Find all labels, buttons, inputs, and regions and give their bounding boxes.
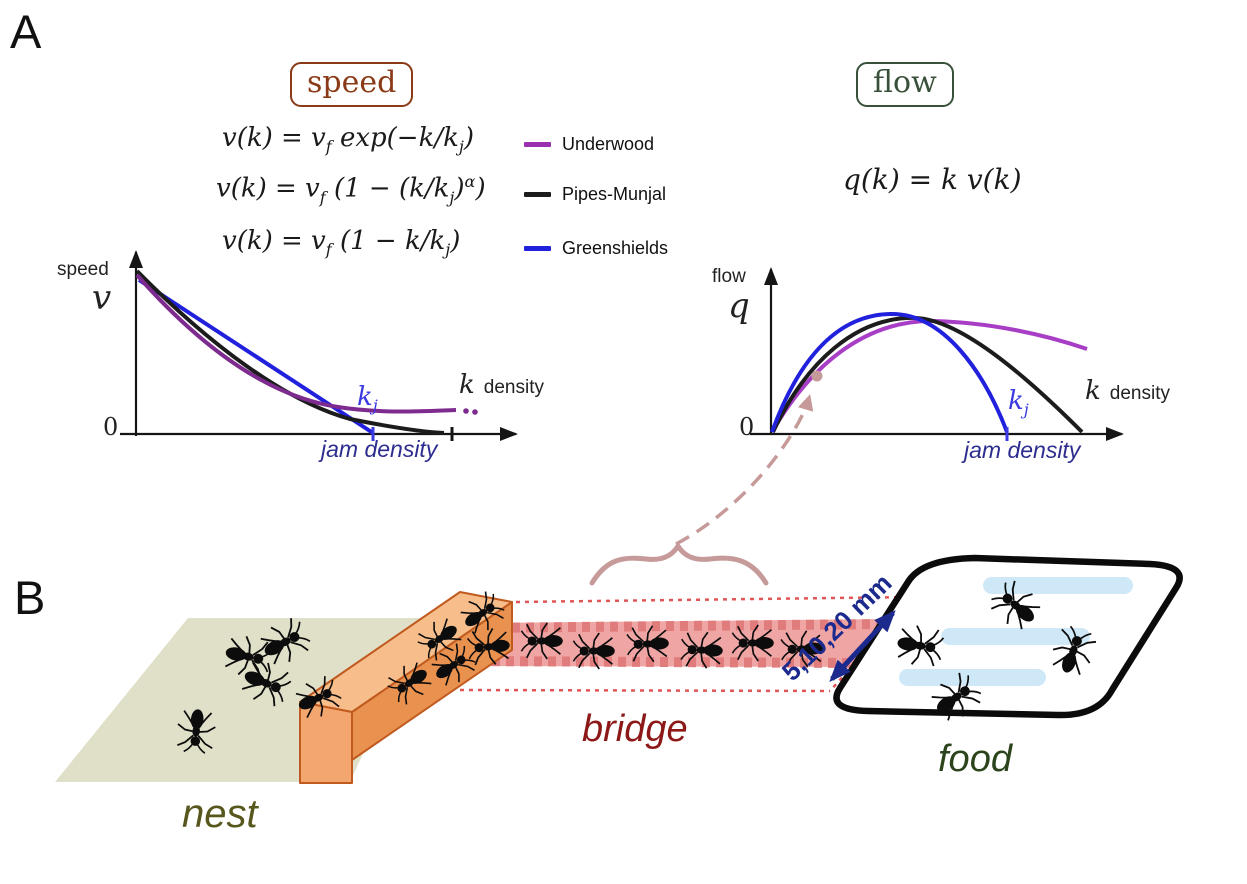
flow-plot-yvar: q (728, 286, 750, 326)
speed-plot-xlabel: k density (459, 370, 544, 400)
equation-underwood: v(k) = vf exp(−k/kj) (222, 123, 475, 157)
panel-a-label: A (10, 5, 42, 58)
nest-label: nest (182, 792, 258, 836)
flow-plot (750, 267, 1124, 441)
bridge-support-block (299, 591, 513, 784)
food-plate (833, 554, 1183, 719)
food-label: food (938, 738, 1012, 780)
legend-label: Underwood (562, 134, 655, 154)
speed-plot-yvar: v (92, 278, 112, 318)
flow-box: flow (856, 62, 954, 107)
flow-plot-origin: 0 (739, 413, 755, 441)
legend-label: Pipes-Munjal (562, 184, 667, 204)
speed-plot-origin: 0 (103, 413, 119, 441)
legend-item-underwood: Underwood (524, 134, 654, 155)
link-dashed-arrow (675, 394, 814, 546)
speed-plot-kj-label: kj (357, 382, 378, 416)
flow-plot-kj-label: kj (1008, 386, 1029, 420)
underwood-speed-curve (135, 273, 457, 414)
legend-item-pipes-munjal: Pipes-Munjal (524, 184, 666, 205)
panel-b-label: B (14, 571, 46, 624)
flow-plot-jam-density-label: jam density (964, 437, 1081, 463)
legend-label: Greenshields (562, 238, 669, 258)
greenshields-flow-curve (770, 311, 1009, 433)
speed-box: speed (290, 62, 414, 107)
food-stripes (899, 577, 1133, 686)
pipes-munjal-color-swatch (524, 192, 551, 197)
brace (589, 541, 769, 586)
bridge-width-arrow (829, 610, 896, 682)
legend-item-greenshields: Greenshields (524, 238, 668, 259)
speed-plot (120, 250, 518, 441)
equation-flow: q(k) = k v(k) (843, 163, 1022, 196)
bridge-label: bridge (582, 708, 688, 750)
pipes-munjal-speed-curve (135, 269, 445, 435)
speed-plot-ylabel: speed (57, 259, 109, 280)
equation-pipes-munjal: v(k) = vf (1 − (k/kj)α) (216, 172, 486, 207)
speed-plot-jam-density-label: jam density (321, 436, 438, 462)
greenshields-color-swatch (524, 246, 551, 251)
flow-plot-xlabel: k density (1085, 376, 1170, 406)
greenshields-speed-curve (137, 278, 375, 435)
equation-greenshields: v(k) = vf (1 − k/kj) (222, 226, 461, 260)
underwood-color-swatch (524, 142, 551, 147)
operating-point-dot (811, 370, 823, 382)
flow-plot-ylabel: flow (712, 266, 746, 287)
